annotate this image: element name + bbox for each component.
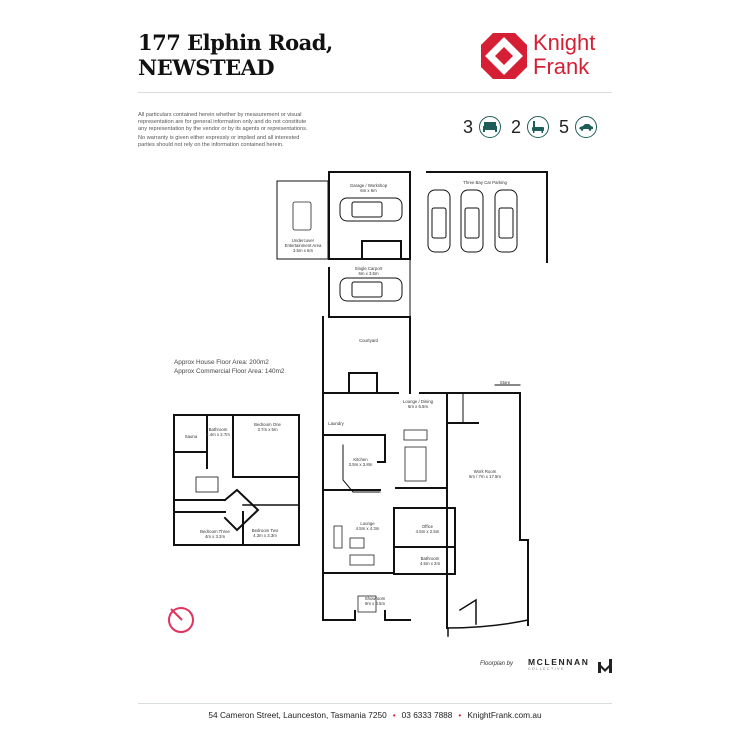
room-label-showroom: Showroom 9m x 4.5m (350, 596, 400, 606)
room-name: Lounge (360, 521, 375, 526)
room-label-laundry: Laundry (325, 421, 347, 426)
room-name: Kitchen (353, 457, 368, 462)
car-icon (575, 116, 598, 138)
north-arrow-icon (168, 607, 194, 633)
room-name: Garage / Workshop (349, 183, 388, 188)
bathroom-count: 2 (511, 116, 522, 137)
room-dims: 4m x 3.2m (204, 534, 226, 539)
room-label-kitchen: Kitchen 3.5m x 3.8m (343, 457, 378, 467)
room-dims: 3.7m x 5m (257, 427, 278, 432)
room-dims: 6m x 6.5m (407, 404, 429, 409)
separator-dot: • (392, 710, 396, 720)
office-address: 54 Cameron Street, Launceston, Tasmania … (208, 710, 387, 720)
room-label-work-room: Work Room 6m / 7m x 17.5m (460, 469, 510, 479)
property-features: 3 2 5 (463, 116, 603, 138)
room-label-bedroom-three: Bedroom Three 4m x 3.2m (195, 529, 235, 539)
room-dims: 3.5m x 6m (292, 248, 314, 253)
footer: 54 Cameron Street, Launceston, Tasmania … (0, 710, 750, 720)
address-line-2: NEWSTEAD (138, 55, 275, 80)
room-label-car-parking: Three Bay Car Parking (440, 180, 530, 185)
room-name: Sauna (184, 434, 198, 439)
room-label-bedroom-two: Bedroom Two 4.3m x 3.3m (245, 528, 285, 538)
room-name: Store (499, 380, 511, 385)
room-name: Single Carport (354, 266, 383, 271)
room-name: Bedroom One (254, 422, 281, 427)
room-name: Showroom (364, 596, 386, 601)
room-label-store: Store (495, 380, 515, 385)
commercial-floor-area: Approx Commercial Floor Area: 140m2 (174, 368, 285, 375)
brand-name-line2: Frank (533, 54, 590, 79)
upper-floor-walls (173, 414, 300, 546)
room-name: Bedroom Two (251, 528, 279, 533)
room-name: Work Room (473, 469, 497, 474)
disclaimer-paragraph-1: All particulars contained herein whether… (138, 112, 308, 132)
courtyard-walls (328, 316, 411, 394)
room-dims: 2.4m x 2.7m (206, 432, 230, 437)
room-label-entertainment: Undercover Entertainment Area 3.5m x 6m (278, 238, 328, 253)
room-name: Bedroom Three (200, 529, 230, 534)
floorplan-credit: Floorplan by (480, 661, 514, 667)
room-label-office: Office 4.5m x 2.5m (405, 524, 450, 534)
address-line-1: 177 Elphin Road, (138, 30, 333, 55)
room-dims: 6m x 6m (360, 188, 377, 193)
room-label-lounge: Lounge 4.5m x 4.3m (345, 521, 390, 531)
mclennan-name: MCLENNAN (528, 657, 590, 667)
knight-frank-emblem-icon (481, 33, 527, 79)
room-dims: 4.5m x 2m (419, 561, 441, 566)
brand-name-line1: Knight (533, 30, 596, 55)
room-label-garage: Garage / Workshop 6m x 6m (336, 183, 401, 193)
mclennan-sub: COLLECTIVE (528, 667, 565, 671)
knight-frank-logo: Knight Frank (481, 31, 611, 81)
room-name: Courtyard (359, 338, 378, 343)
room-name: Office (421, 524, 434, 529)
room-name: Bathroom (420, 556, 440, 561)
disclaimer-paragraph-2: No warranty is given either expressly or… (138, 134, 300, 148)
room-name: Laundry (328, 421, 344, 426)
room-dims: 6m / 7m x 17.5m (469, 474, 501, 479)
house-floor-area: Approx House Floor Area: 200m2 (174, 359, 269, 366)
website-link[interactable]: KnightFrank.com.au (467, 710, 542, 720)
room-dims: 4.3m x 3.3m (253, 533, 277, 538)
room-label-carport: Single Carport 6m x 3.5m (336, 266, 401, 276)
room-name: Three Bay Car Parking (463, 180, 507, 185)
property-title: 177 Elphin Road, NEWSTEAD (138, 30, 333, 80)
room-dims: 9m x 4.5m (364, 601, 386, 606)
carport-walls (328, 258, 411, 318)
mclennan-logo: MCLENNAN COLLECTIVE (528, 657, 589, 671)
mclennan-emblem-icon (598, 659, 612, 673)
room-dims: 3.5m x 3.8m (348, 462, 373, 467)
car-parking-outline (426, 171, 548, 263)
car-icons-plan (339, 189, 518, 302)
room-name: Bathroom (208, 427, 228, 432)
room-label-bathroom: Bathroom 4.5m x 2m (410, 556, 450, 566)
disclaimer: All particulars contained herein whether… (138, 112, 308, 151)
room-dims: 6m x 3.5m (358, 271, 379, 276)
floor-areas: Approx House Floor Area: 200m2 Approx Co… (174, 358, 284, 376)
room-label-courtyard: Courtyard (336, 338, 401, 343)
main-house-walls (322, 316, 411, 621)
garage-walls (328, 171, 411, 260)
bath-icon (527, 116, 550, 138)
brand-name: Knight Frank (533, 31, 595, 79)
room-name: Undercover Entertainment Area (284, 238, 322, 248)
bed-icon (479, 116, 502, 138)
footer-divider (138, 703, 612, 704)
separator-dot: • (458, 710, 462, 720)
room-label-lounge-dining: Lounge / Dining 6m x 6.5m (393, 399, 443, 409)
room-label-upper-bathroom: Bathroom 2.4m x 2.7m (203, 427, 233, 437)
office-phone[interactable]: 03 6333 7888 (401, 710, 453, 720)
room-label-sauna: Sauna (180, 434, 202, 439)
room-label-bedroom-one: Bedroom One 3.7m x 5m (245, 422, 290, 432)
parking-count: 5 (559, 116, 570, 137)
bedroom-count: 3 (463, 116, 474, 137)
header-divider (138, 92, 612, 93)
room-name: Lounge / Dining (402, 399, 434, 404)
room-dims: 4.5m x 2.5m (415, 529, 440, 534)
room-dims: 4.5m x 4.3m (355, 526, 380, 531)
